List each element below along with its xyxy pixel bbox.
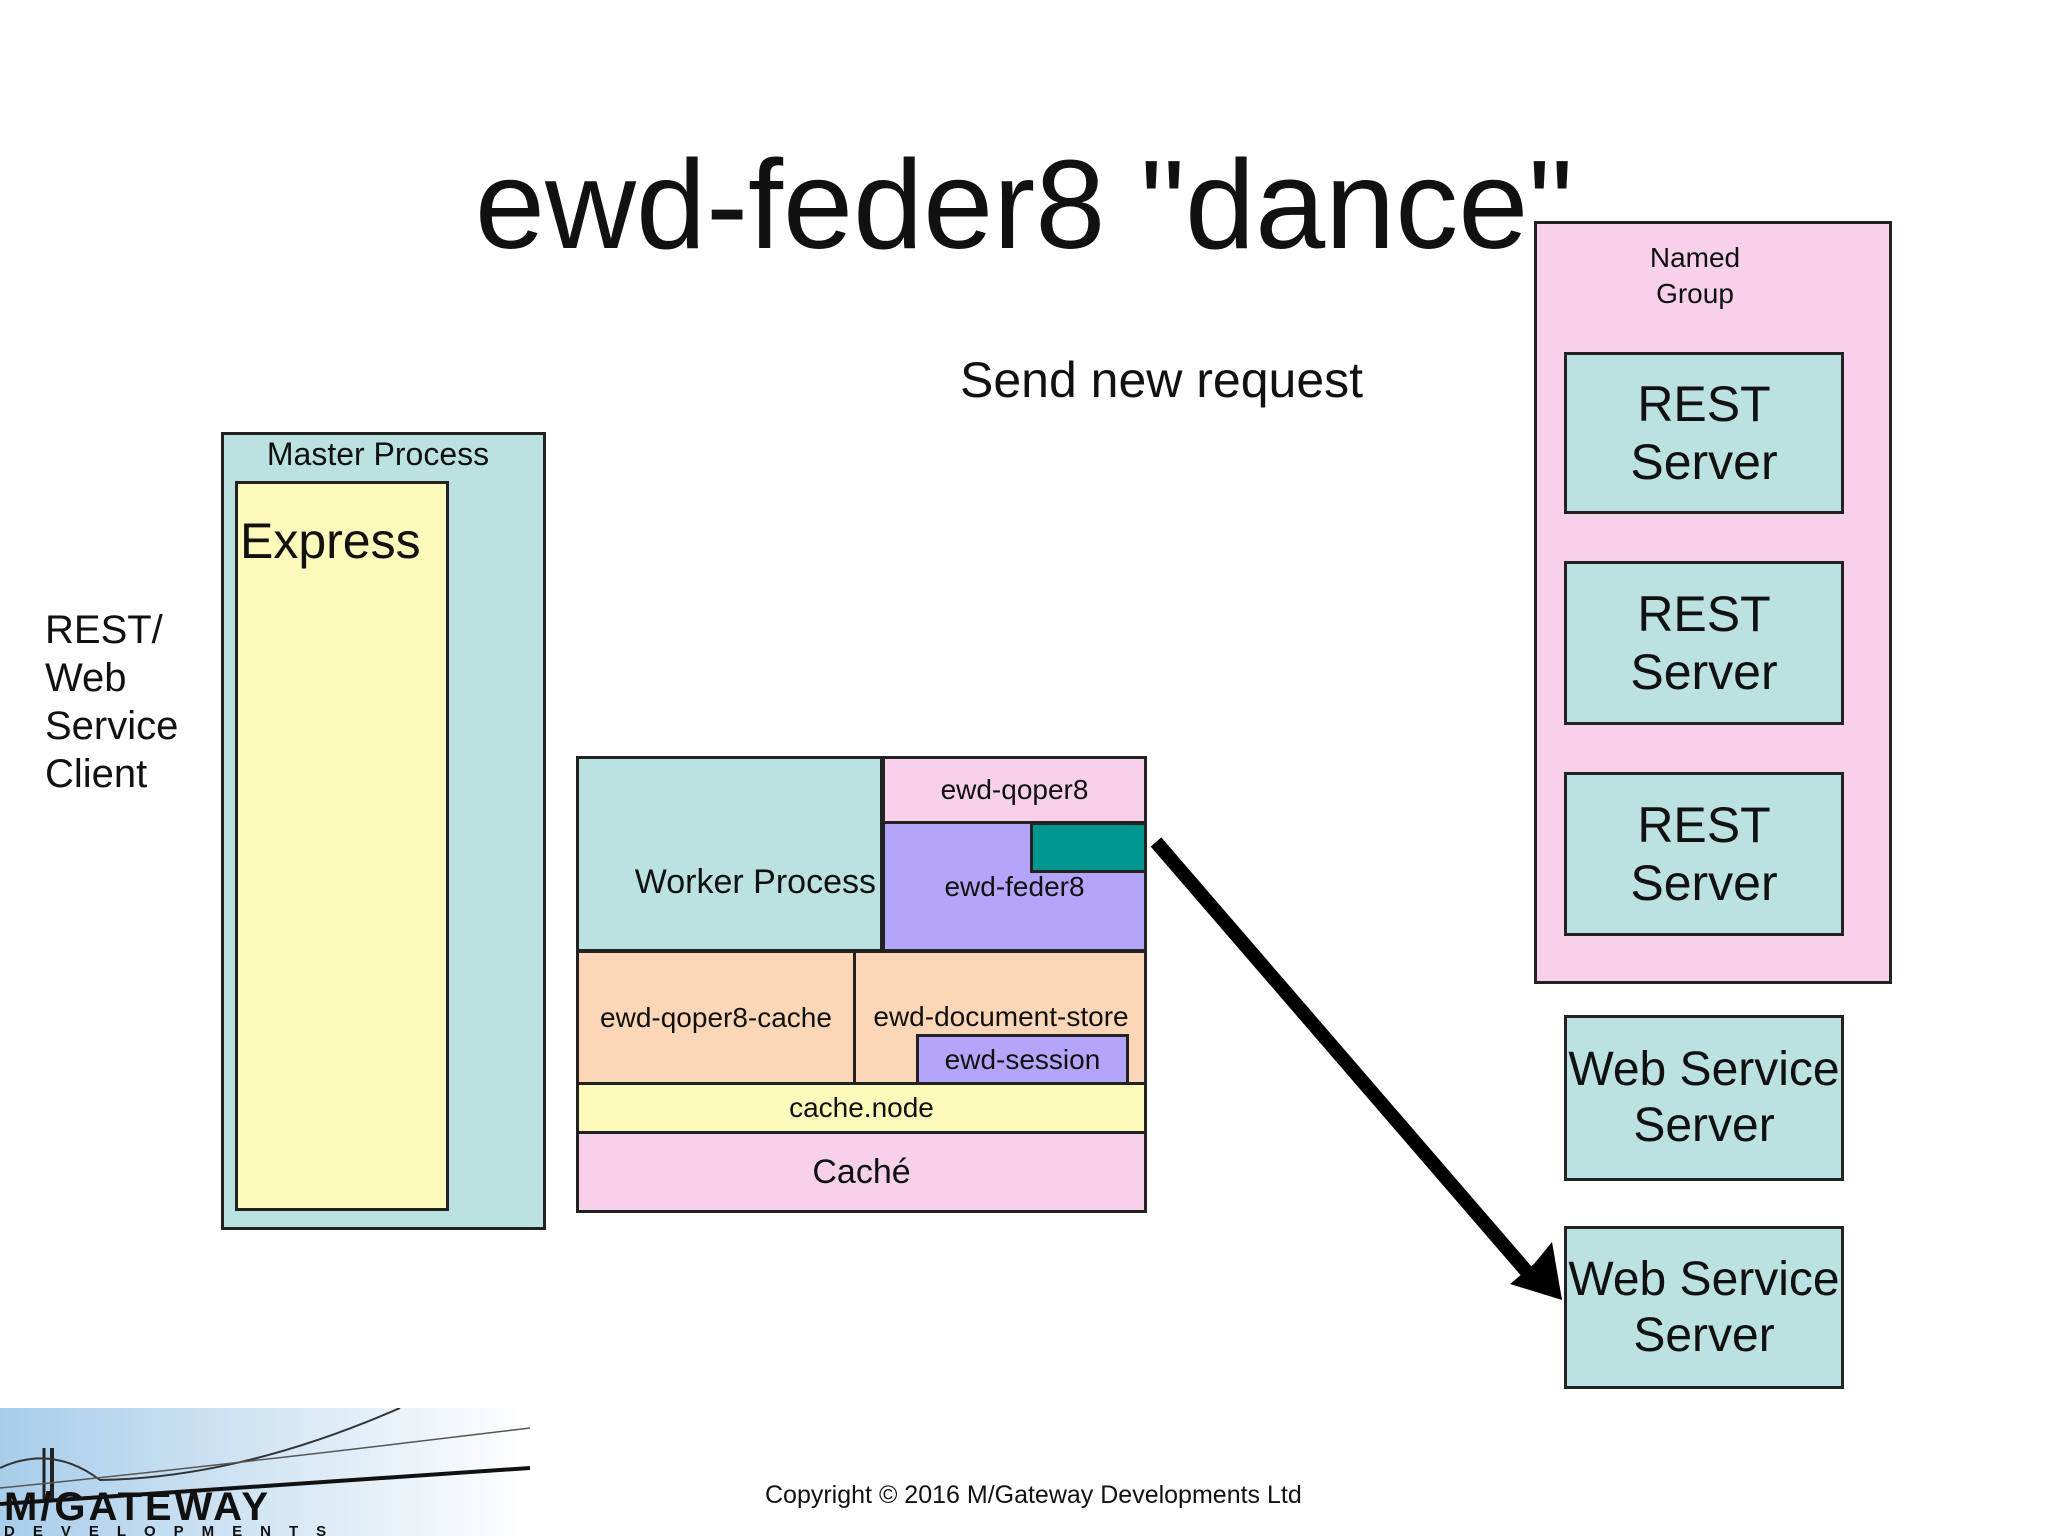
slide-subtitle: Send new request	[960, 352, 1364, 408]
rest-server-1: REST Server	[1564, 352, 1844, 514]
ewd-qoper8-box: ewd-qoper8	[882, 756, 1147, 824]
logo-subtext: DEVELOPMENTS	[4, 1523, 344, 1536]
feder8-connector-node	[1030, 822, 1147, 873]
client-label: REST/ Web Service Client	[45, 608, 179, 796]
rest-server-3: REST Server	[1564, 772, 1844, 936]
arrow-head	[1510, 1242, 1562, 1300]
worker-process-label: Worker Process	[634, 863, 876, 901]
cache-db-box: Caché	[576, 1131, 1147, 1213]
mgateway-logo: M/GATEWAY DEVELOPMENTS	[0, 1408, 530, 1536]
web-service-server-2: Web Service Server	[1564, 1226, 1844, 1389]
slide-title: ewd-feder8 "dance"	[474, 134, 1574, 275]
ewd-document-store-label: ewd-document-store	[873, 1001, 1129, 1032]
express-label: Express	[240, 513, 421, 569]
cache-node-box: cache.node	[576, 1082, 1147, 1134]
ewd-qoper8-cache-box: ewd-qoper8-cache	[576, 950, 856, 1085]
logo-wordmark: M/GATEWAY	[4, 1485, 271, 1529]
arrow-shaft	[1150, 837, 1540, 1285]
master-process-label: Master Process	[266, 436, 490, 472]
ewd-session-box: ewd-session	[916, 1034, 1129, 1085]
express-box	[235, 481, 449, 1211]
named-group-label: Named Group	[1649, 242, 1741, 309]
rest-server-2: REST Server	[1564, 561, 1844, 725]
web-service-server-1: Web Service Server	[1564, 1015, 1844, 1181]
copyright-text: Copyright © 2016 M/Gateway Developments …	[765, 1481, 1302, 1509]
